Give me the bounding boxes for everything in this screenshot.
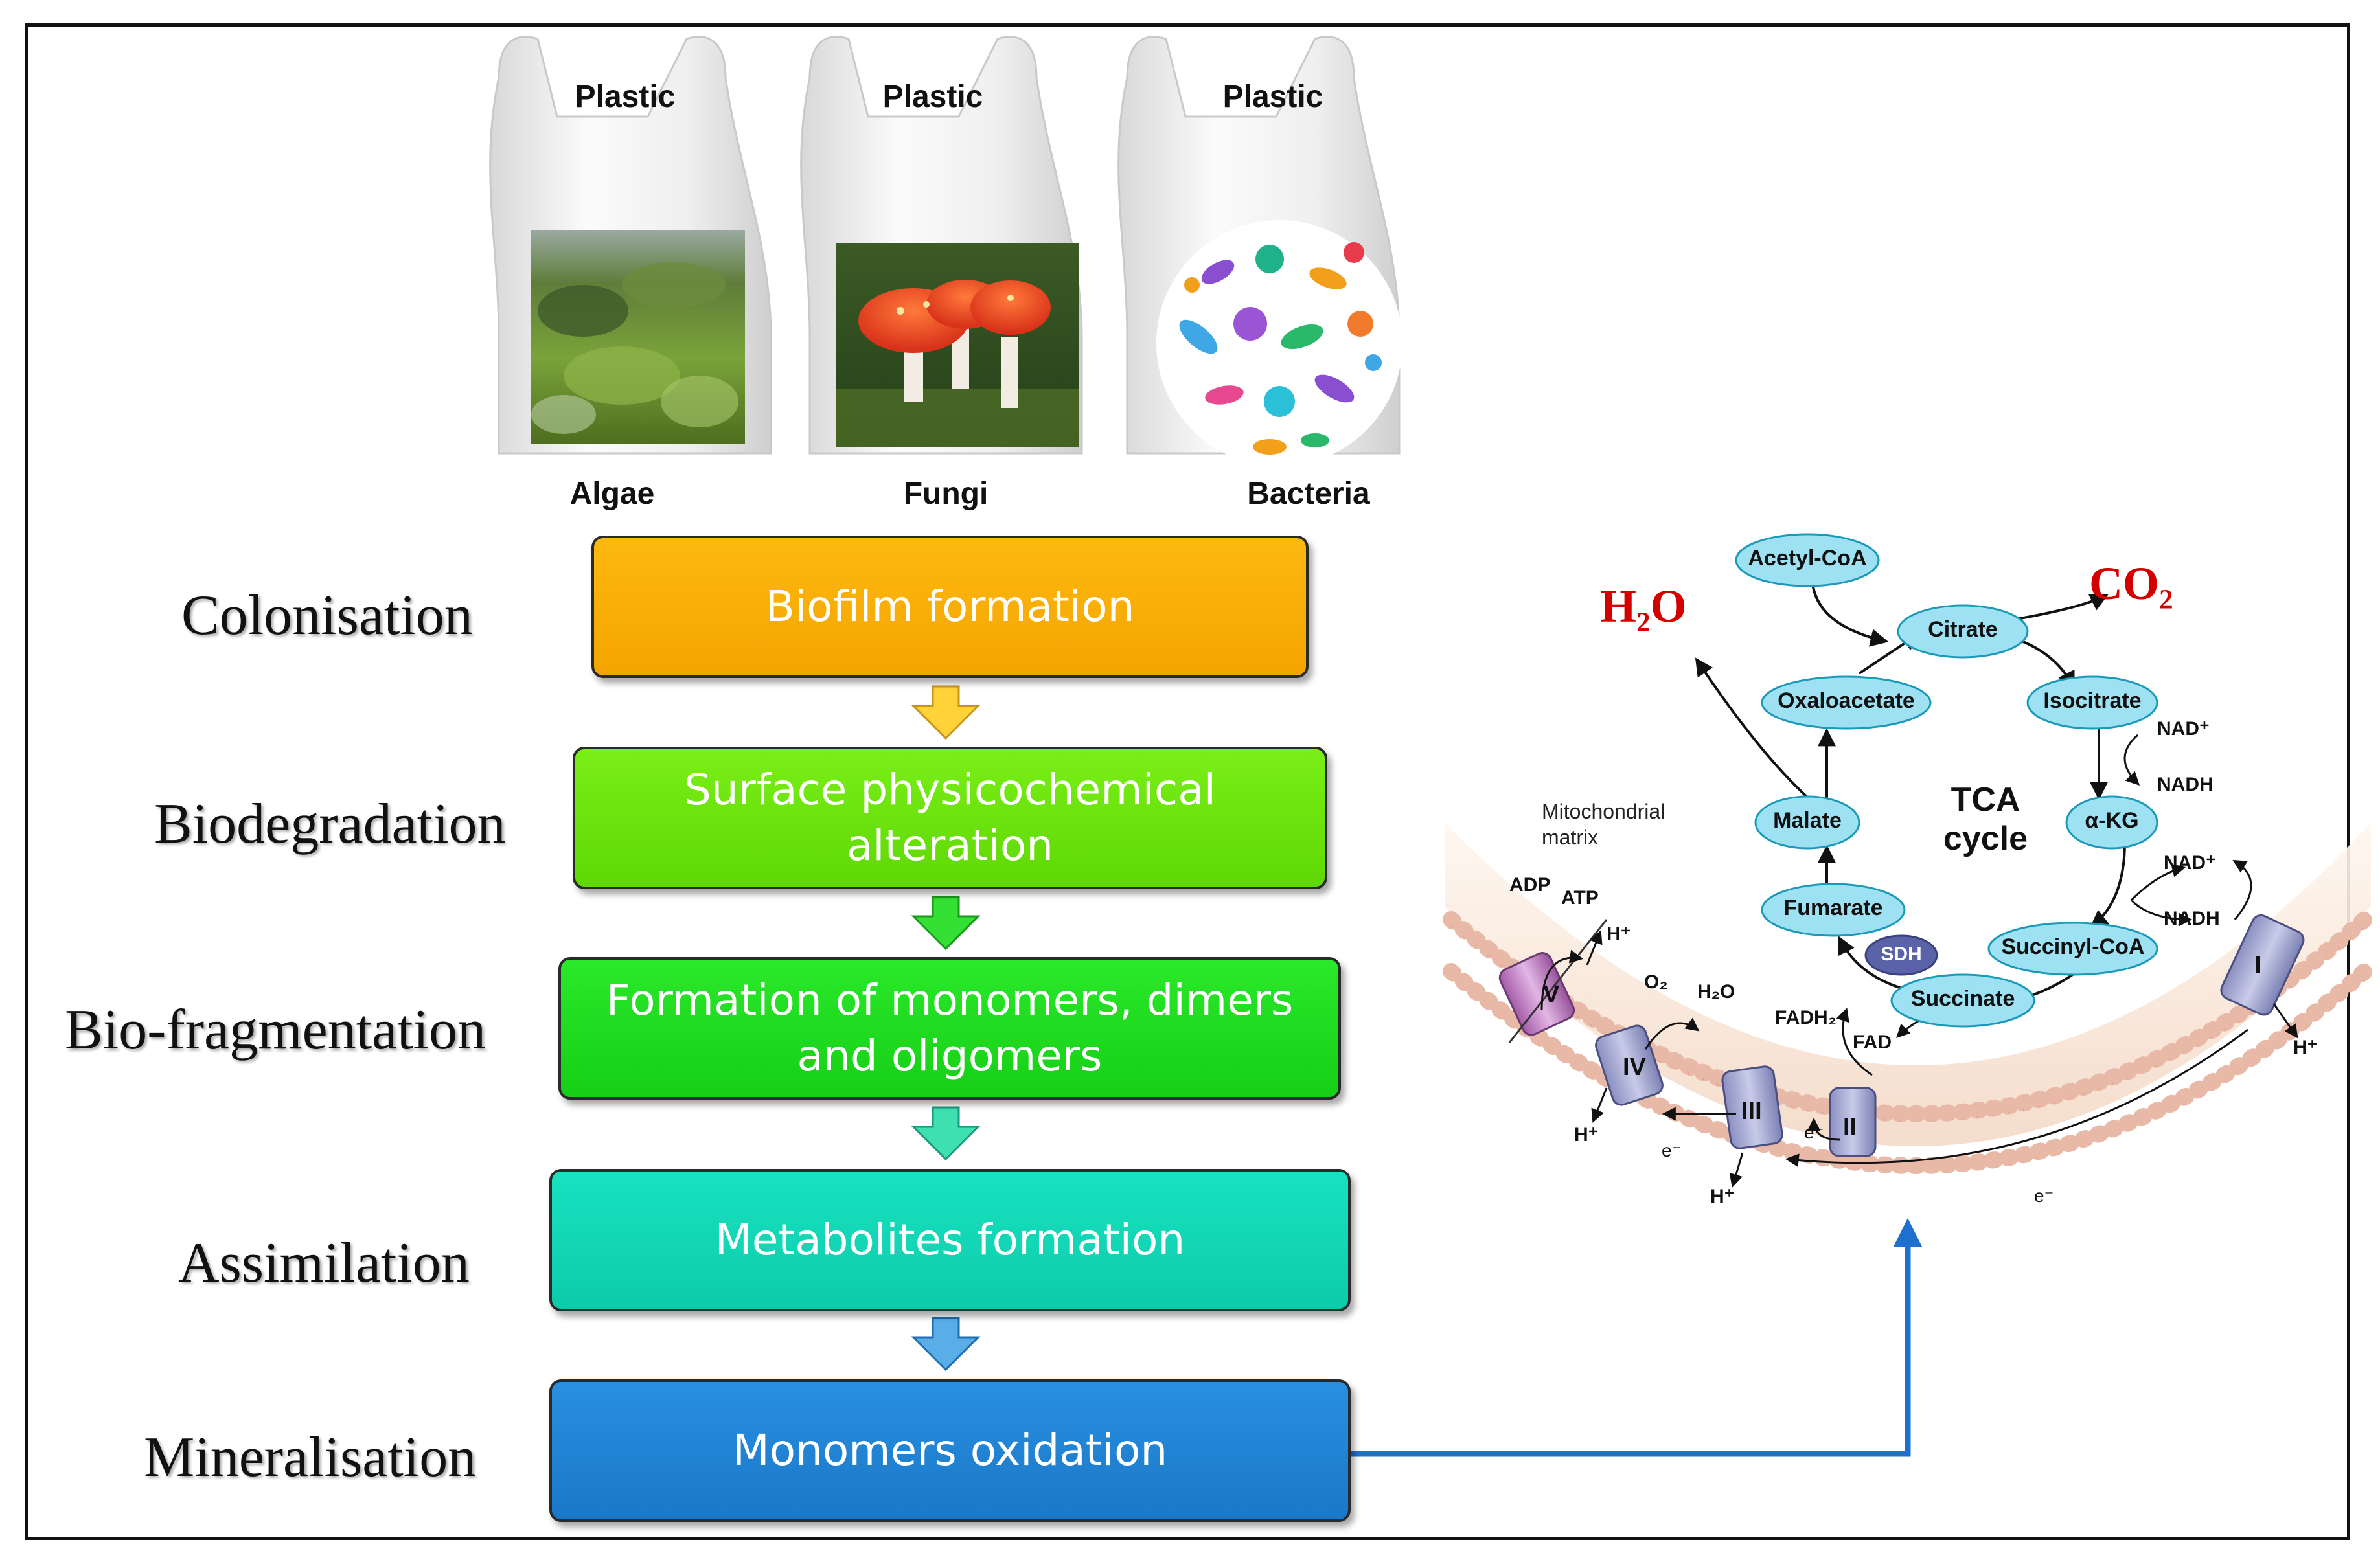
- node-malate: Malate: [1773, 808, 1842, 833]
- tca-title-2: cycle: [1943, 820, 2028, 857]
- box-biofilm-formation: Biofilm formation: [591, 536, 1309, 678]
- down-arrow-2: [911, 896, 981, 951]
- e-minus-label-2: e⁻: [1804, 1122, 1824, 1142]
- tca-title-1: TCA: [1951, 781, 2020, 819]
- node-oxaloacetate: Oxaloacetate: [1778, 688, 1915, 713]
- bag-label-algae: Plastic: [575, 80, 676, 114]
- complex-iv-label: IV: [1623, 1054, 1646, 1081]
- box-metabolites-formation: Metabolites formation: [549, 1169, 1351, 1311]
- node-succinyl-coa: Succinyl-CoA: [2001, 934, 2145, 959]
- node-fumarate: Fumarate: [1783, 896, 1883, 920]
- mitochondrial-membrane: [1443, 822, 2373, 1174]
- complex-ii-label: II: [1843, 1114, 1857, 1141]
- o2-label: O₂: [1644, 971, 1668, 993]
- box-monomers-oxidation: Monomers oxidation: [549, 1379, 1351, 1522]
- h-plus-label-iv: H⁺: [1574, 1124, 1599, 1146]
- h-plus-label-i: H⁺: [2293, 1037, 2318, 1058]
- tca-cycle: [1695, 533, 2252, 1038]
- organism-label-algae: Algae: [569, 477, 655, 511]
- h2o-small-label: H₂O: [1697, 981, 1735, 1002]
- box-monomer-formation: Formation of monomers, dimers and oligom…: [558, 957, 1341, 1100]
- fungi-photo: [836, 243, 1079, 447]
- atp-label: ATP: [1561, 887, 1599, 909]
- stage-label-bio-fragmentation: Bio-fragmentation: [65, 999, 486, 1061]
- complex-ii: [1829, 1087, 1877, 1157]
- organism-label-bacteria: Bacteria: [1247, 477, 1370, 511]
- nad-label-1: NAD⁺: [2157, 718, 2210, 740]
- complex-v-label: V: [1543, 981, 1560, 1008]
- sdh-label: SDH: [1881, 944, 1922, 965]
- h-plus-label-v: H⁺: [1607, 923, 1631, 945]
- organism-label-fungi: Fungi: [903, 477, 989, 511]
- box-biofilm-formation-text: Biofilm formation: [765, 582, 1135, 632]
- box-surface-alteration: Surface physicochemical alteration: [573, 747, 1327, 889]
- down-arrow-1: [911, 685, 981, 740]
- node-succinate: Succinate: [1910, 986, 2015, 1011]
- tca-co2-label: CO₂: [2089, 558, 2173, 609]
- stage-label-mineralisation: Mineralisation: [144, 1426, 477, 1489]
- stage-label-colonisation: Colonisation: [181, 584, 473, 647]
- node-akg: α-KG: [2085, 808, 2139, 833]
- h-plus-label-iii: H⁺: [1710, 1186, 1735, 1207]
- e-minus-label-1: e⁻: [1662, 1140, 1682, 1160]
- down-arrow-4: [911, 1317, 981, 1372]
- bag-label-fungi: Plastic: [882, 80, 983, 114]
- matrix-label-1: Mitochondrial: [1542, 800, 1665, 823]
- fadh2-label: FADH₂: [1775, 1007, 1836, 1028]
- algae-photo: [531, 230, 745, 444]
- stage-label-biodegradation: Biodegradation: [154, 793, 506, 855]
- e-minus-label-3: e⁻: [2034, 1186, 2054, 1206]
- complex-iii-label: III: [1741, 1098, 1762, 1125]
- node-acetyl-coa: Acetyl-CoA: [1748, 546, 1867, 571]
- node-isocitrate: Isocitrate: [2043, 688, 2142, 713]
- fad-label: FAD: [1853, 1032, 1892, 1053]
- box-metabolites-formation-text: Metabolites formation: [715, 1215, 1185, 1265]
- bacteria-illustration: [1156, 220, 1402, 466]
- adp-label: ADP: [1509, 874, 1551, 896]
- tca-water-label: H₂O: [1600, 580, 1687, 632]
- box-monomers-oxidation-text: Monomers oxidation: [732, 1425, 1168, 1476]
- nadh-label-1: NADH: [2157, 774, 2214, 795]
- nadh-label-2: NADH: [2164, 908, 2220, 929]
- box-surface-alteration-text: Surface physicochemical alteration: [683, 765, 1216, 870]
- complex-iv: [1595, 1024, 1664, 1106]
- nad-label-2: NAD⁺: [2164, 852, 2216, 874]
- complex-iii: [1721, 1065, 1783, 1149]
- node-citrate: Citrate: [1928, 617, 1998, 642]
- stage-label-assimilation: Assimilation: [178, 1232, 470, 1295]
- oxidation-to-tca-connector: [1351, 1218, 1923, 1457]
- matrix-label-2: matrix: [1542, 826, 1599, 849]
- complex-i: [2220, 914, 2305, 1016]
- complex-i-label: I: [2254, 952, 2261, 979]
- box-monomer-formation-text: Formation of monomers, dimers and oligom…: [606, 975, 1294, 1081]
- down-arrow-3: [911, 1106, 981, 1161]
- bag-label-bacteria: Plastic: [1222, 80, 1323, 114]
